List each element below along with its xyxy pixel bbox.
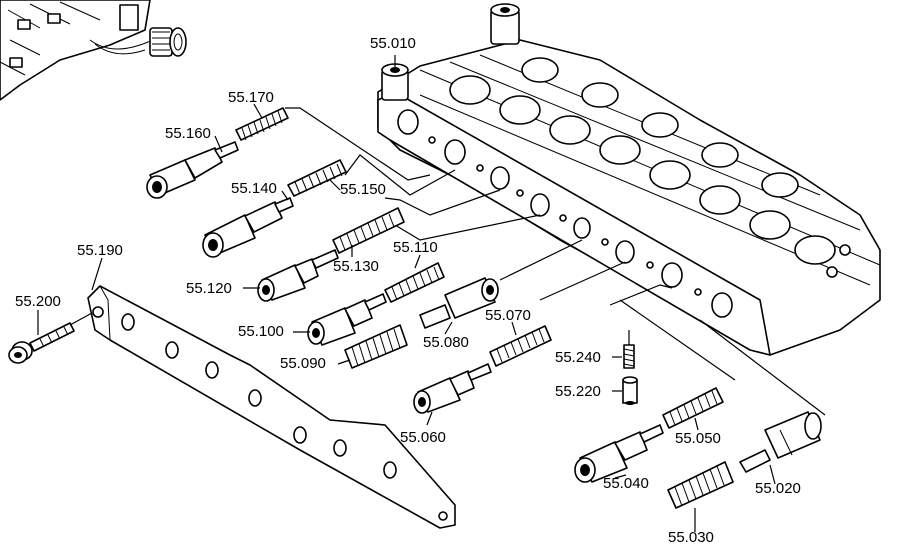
plunger-55100 — [307, 293, 387, 346]
label-55220: 55.220 — [555, 383, 601, 400]
label-55010: 55.010 — [370, 35, 416, 52]
label-55080: 55.080 — [423, 334, 469, 351]
label-55040: 55.040 — [603, 475, 649, 492]
spring-55050 — [662, 387, 724, 429]
valve-body-housing — [377, 3, 881, 356]
adjacent-housing-fragment — [0, 0, 187, 101]
label-55060: 55.060 — [400, 429, 446, 446]
label-55120: 55.120 — [186, 280, 232, 297]
plunger-55120 — [257, 249, 339, 302]
plunger-55140 — [202, 197, 294, 258]
label-55090: 55.090 — [280, 355, 326, 372]
label-55200: 55.200 — [15, 293, 61, 310]
plunger-55160 — [146, 141, 239, 199]
spring-55130 — [332, 207, 405, 254]
label-55130: 55.130 — [333, 258, 379, 275]
bolt-55200 — [8, 312, 93, 364]
plunger-55220 — [622, 376, 638, 405]
label-55150: 55.150 — [340, 181, 386, 198]
label-55020: 55.020 — [755, 480, 801, 497]
cover-plate-55190 — [87, 285, 456, 529]
label-55110: 55.110 — [393, 239, 438, 256]
label-55190: 55.190 — [77, 242, 123, 259]
label-55140: 55.140 — [231, 180, 277, 197]
label-55160: 55.160 — [165, 125, 211, 142]
spring-55090 — [344, 324, 408, 369]
label-55100: 55.100 — [238, 323, 284, 340]
spring-55030 — [667, 461, 734, 509]
label-55170: 55.170 — [228, 89, 274, 106]
spring-55150 — [287, 159, 347, 197]
plunger-55080 — [419, 277, 499, 329]
leader-lines — [285, 55, 826, 416]
plunger-55020 — [739, 411, 822, 473]
spring-55110 — [384, 262, 445, 303]
spring-55240 — [623, 330, 635, 369]
spring-55170 — [235, 107, 289, 141]
label-55050: 55.050 — [675, 430, 721, 447]
label-55030: 55.030 — [668, 529, 714, 546]
plunger-55040 — [574, 424, 664, 483]
plunger-55060 — [413, 363, 492, 414]
label-55070: 55.070 — [485, 307, 531, 324]
part-labels: 55.010 55.170 55.160 55.140 55.150 55.13… — [15, 35, 801, 546]
label-55240: 55.240 — [555, 349, 601, 366]
spring-55070 — [489, 325, 552, 367]
label-ticks — [37, 103, 776, 532]
